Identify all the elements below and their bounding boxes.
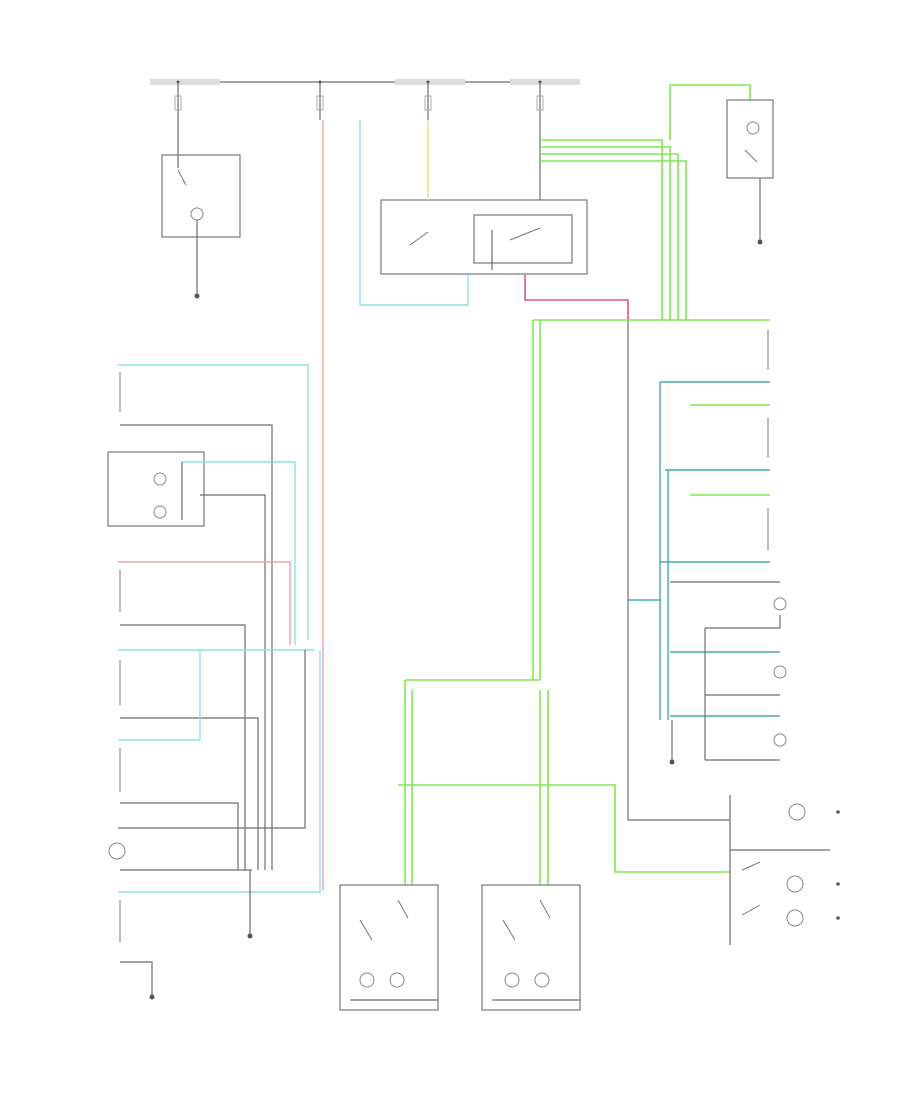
green-harness-center xyxy=(398,319,730,885)
top-right-lamp-switch xyxy=(726,99,774,245)
long-verticals xyxy=(322,120,730,890)
combination-switch xyxy=(380,120,588,275)
power-bus xyxy=(150,79,580,150)
right-switch-stack xyxy=(628,319,787,765)
top-left-lamp-switch xyxy=(161,150,241,299)
cargo-lamps xyxy=(729,795,840,945)
left-switch-stack xyxy=(107,364,321,1000)
green-harness-top xyxy=(540,84,751,320)
left-courtesy-lamp xyxy=(339,884,439,1011)
right-courtesy-lamp xyxy=(481,884,581,1011)
